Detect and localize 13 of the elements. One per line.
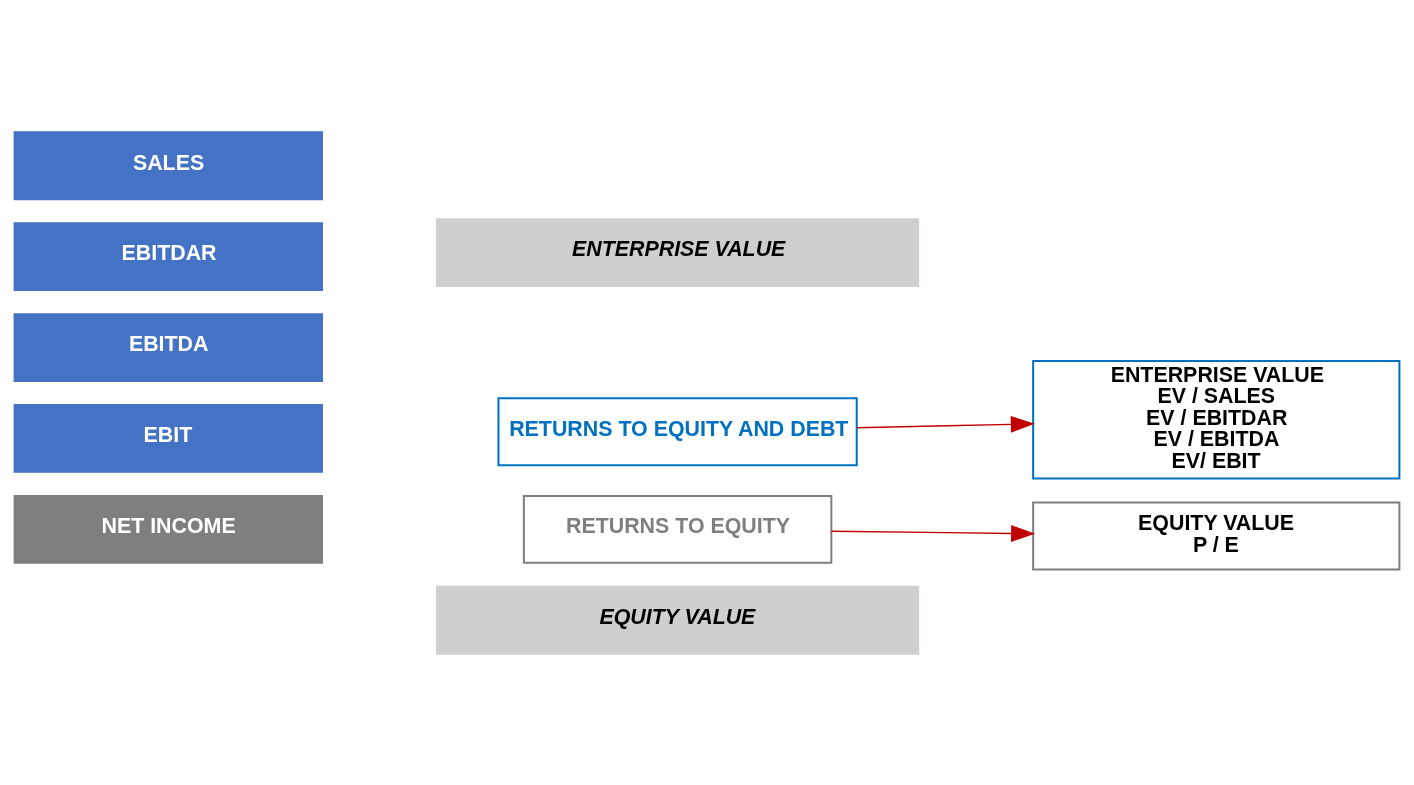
node-box: EBITDAR [13, 221, 324, 291]
node-box: SALES [13, 130, 324, 200]
node-box: RETURNS TO EQUITY [522, 494, 833, 564]
node-box: ENTERPRISE VALUE [436, 217, 920, 287]
node-box: EBIT [13, 403, 324, 473]
node-box: ENTERPRISE VALUE EV / SALES EV / EBITDAR EV / EBITDA EV/ EBIT [1032, 359, 1401, 480]
node-box: EQUITY VALUE P / E [1032, 501, 1401, 570]
node-box: EQUITY VALUE [436, 585, 920, 655]
node-box: EBITDA [13, 312, 324, 382]
arrow [856, 415, 1035, 433]
arrow [830, 524, 1036, 542]
node-box: RETURNS TO EQUITY AND DEBT [497, 396, 858, 466]
node-box: NET INCOME [13, 494, 324, 564]
